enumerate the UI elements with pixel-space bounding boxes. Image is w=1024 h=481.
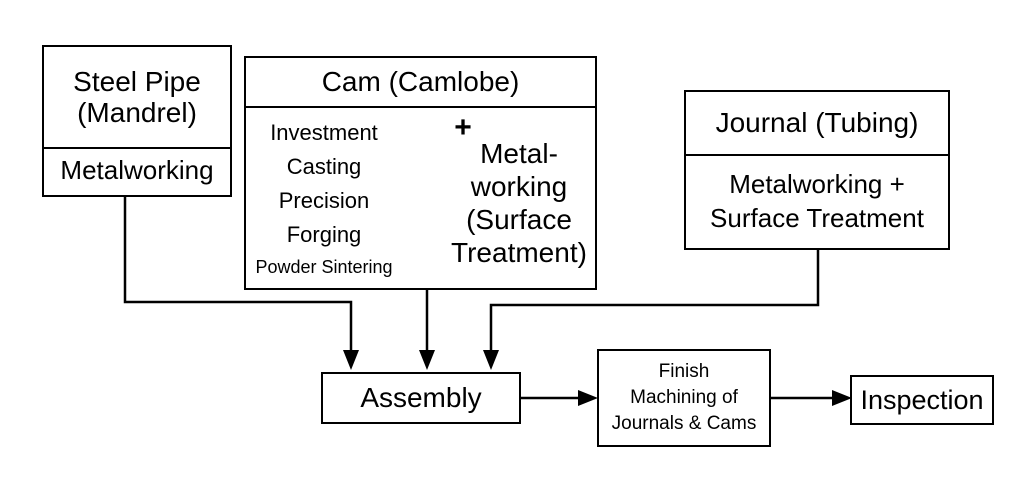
journal-process-line2: Surface Treatment: [710, 203, 924, 233]
inspection-box: Inspection: [850, 375, 994, 425]
journal-title: Journal (Tubing): [715, 107, 919, 139]
cam-title: Cam (Camlobe): [321, 66, 520, 98]
journal-box: Journal (Tubing) Metalworking + Surface …: [684, 90, 950, 250]
arrowhead-cam: [419, 350, 435, 370]
assembly-box: Assembly: [321, 372, 521, 424]
arrowhead-journal: [483, 350, 499, 370]
cam-method-casting: Casting: [286, 154, 362, 179]
inspection-label: Inspection: [860, 384, 984, 415]
cam-methods: Investment Casting Precision Forging Pow…: [246, 118, 402, 280]
cam-plus-sign: +: [450, 110, 476, 146]
journal-process-line1: Metalworking +: [729, 169, 905, 199]
arrowhead-steel: [343, 350, 359, 370]
finish-line1: Finish: [658, 361, 710, 382]
cam-method-powder-sintering: Powder Sintering: [255, 257, 393, 277]
steel-pipe-body: Metalworking: [44, 147, 230, 195]
cam-header: Cam (Camlobe): [246, 58, 595, 108]
connector-journal-to-assembly: [489, 250, 820, 352]
arrowhead-to-finish: [578, 390, 598, 406]
cam-process: Metal- working (Surface Treatment): [444, 128, 594, 278]
journal-body: Metalworking + Surface Treatment: [686, 154, 948, 248]
steel-pipe-box: Steel Pipe (Mandrel) Metalworking: [42, 45, 232, 197]
finish-line2: Machining of: [630, 387, 738, 408]
cam-box: Cam (Camlobe): [244, 56, 597, 290]
assembly-label: Assembly: [360, 382, 482, 414]
cam-plus-text: +: [454, 111, 472, 145]
steel-pipe-title-line1: Steel Pipe: [73, 65, 201, 97]
cam-method-forging: Forging: [286, 222, 362, 247]
arrowhead-to-inspection: [832, 390, 852, 406]
steel-pipe-title-line2: (Mandrel): [77, 97, 197, 128]
steel-pipe-header: Steel Pipe (Mandrel): [44, 47, 230, 149]
connector-steel-to-assembly: [123, 197, 353, 352]
cam-process-line4: Treatment): [451, 237, 587, 268]
finish-machining-box: Finish Machining of Journals & Cams: [597, 349, 771, 447]
cam-process-line2: working: [470, 171, 568, 202]
cam-process-line3: (Surface: [466, 204, 572, 235]
cam-process-line1: Metal-: [480, 138, 558, 169]
cam-method-precision: Precision: [278, 188, 370, 213]
cam-method-investment: Investment: [270, 120, 378, 145]
finish-line3: Journals & Cams: [611, 413, 757, 434]
steel-pipe-process: Metalworking: [60, 155, 214, 186]
journal-header: Journal (Tubing): [686, 92, 948, 156]
